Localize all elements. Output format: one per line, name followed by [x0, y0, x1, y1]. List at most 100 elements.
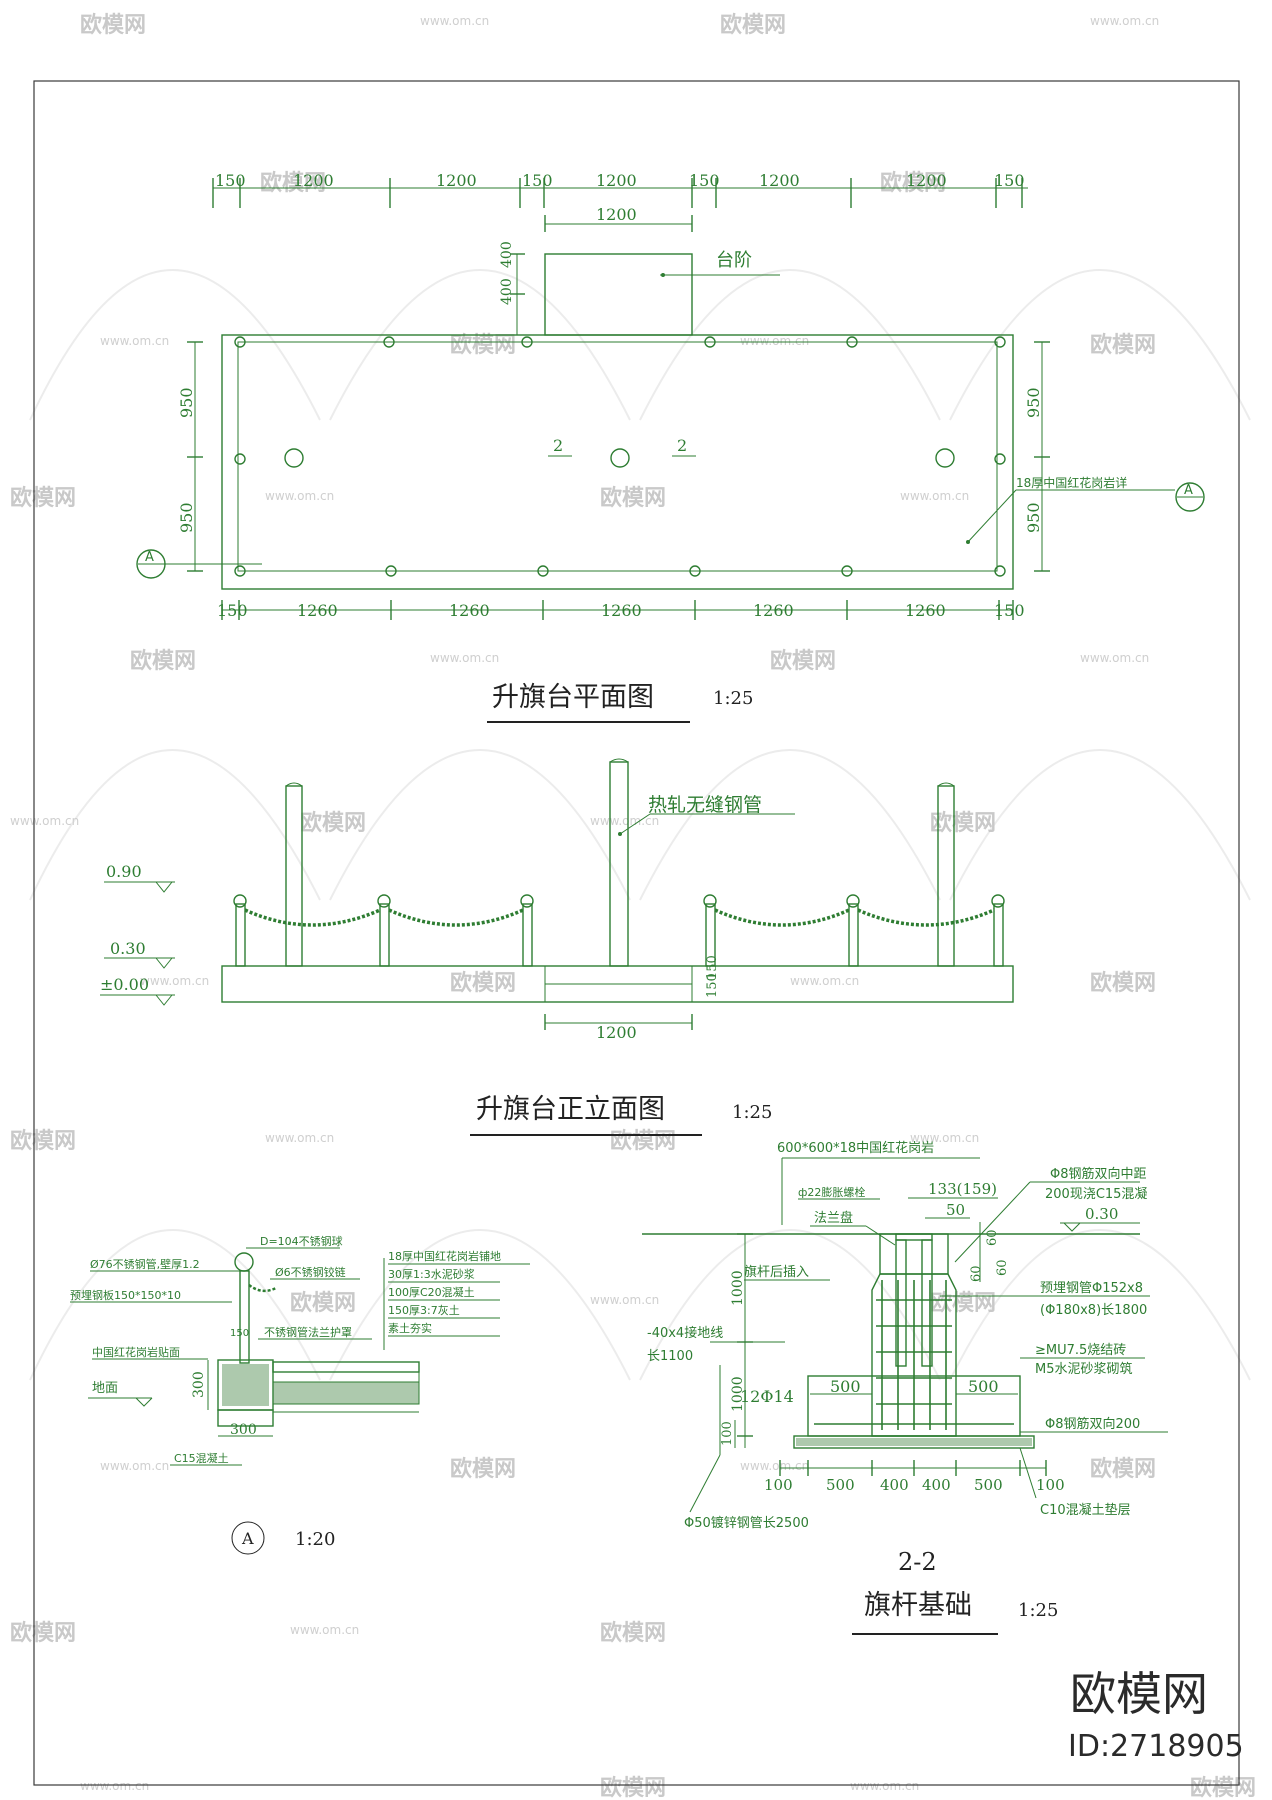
dim-label: 150: [230, 1328, 249, 1339]
watermark-site: www.om.cn: [100, 334, 169, 348]
paving-layer: [272, 1361, 420, 1373]
watermark-site: www.om.cn: [740, 334, 809, 348]
brand-corner: 欧模网 ID:2718905: [1068, 1667, 1244, 1764]
pipe-label: 热轧无缝钢管: [648, 794, 762, 816]
detail-ref-mark: A: [145, 550, 154, 565]
dim-label: 1260: [449, 601, 490, 620]
dim-label: 150: [994, 601, 1025, 620]
dim-label: 400: [880, 1476, 909, 1494]
detail-scale: 1:20: [295, 1529, 335, 1550]
step-width-label: 1200: [596, 1023, 637, 1042]
section-note: 法兰盘: [814, 1210, 853, 1226]
dim-label: 1200: [906, 171, 947, 190]
dim-label: 150: [217, 601, 248, 620]
dim-label: 500: [830, 1377, 861, 1396]
step-width-label: 1200: [596, 205, 637, 224]
bollards: [233, 894, 1005, 967]
dim-label: 950: [177, 502, 196, 533]
dim-label: 1200: [293, 171, 334, 190]
detail-note: C15混凝土: [174, 1451, 229, 1465]
watermark-logo: 欧模网: [600, 1775, 666, 1800]
level-label: 0.30: [110, 939, 146, 958]
watermark-site: www.om.cn: [590, 814, 659, 828]
bollard-posts: [234, 336, 1006, 577]
dim-label: 150: [689, 171, 720, 190]
dim-label: 1200: [596, 171, 637, 190]
section-note: ≥MU7.5烧结砖: [1035, 1343, 1126, 1358]
dim-label: 500: [974, 1476, 1003, 1494]
section-note: ф22膨胀螺栓: [798, 1185, 865, 1199]
watermark-logo: 欧模网: [880, 170, 946, 196]
dim-label: 133(159): [928, 1180, 997, 1198]
section-mark: 2: [677, 436, 687, 455]
section-note: 预埋钢管Φ152x8: [1040, 1281, 1143, 1296]
step-depth-label: 400: [499, 241, 515, 268]
elevation-view: 0.90 0.30 ±0.00 150 150 热轧无缝钢管: [100, 758, 1014, 1136]
watermark-logo: 欧模网: [1090, 1456, 1156, 1482]
watermark-logo: 欧模网: [450, 1456, 516, 1482]
section-note: M5水泥砂浆砌筑: [1035, 1361, 1133, 1377]
layer-note: 素土夯实: [388, 1321, 432, 1335]
platform-inner-line: [237, 341, 998, 572]
watermark-site: www.om.cn: [10, 814, 79, 828]
step-depth-label: 400: [499, 278, 515, 305]
watermark-logo: 欧模网: [260, 170, 326, 196]
section-22-view: 600*600*18中国红花岗岩 ф22膨胀螺栓 法兰盘 133(159) 50…: [642, 1140, 1168, 1635]
watermark-logo: 欧模网: [290, 1290, 356, 1316]
watermark-site: www.om.cn: [80, 1779, 149, 1793]
watermark-site: www.om.cn: [1090, 14, 1159, 28]
dim-label: 150: [994, 171, 1025, 190]
dim-label: 150: [215, 171, 246, 190]
watermark-site: www.om.cn: [850, 1779, 919, 1793]
dim-label: 1200: [759, 171, 800, 190]
elevation-title: 升旗台正立面图: [476, 1094, 665, 1125]
watermark-logo: 欧模网: [300, 810, 366, 836]
detail-ref-mark: A: [1184, 483, 1193, 498]
dim-label: 500: [826, 1476, 855, 1494]
layer-note: 30厚1:3水泥砂浆: [388, 1267, 475, 1281]
watermark-site: www.om.cn: [430, 651, 499, 665]
section-note: Φ8钢筋双向200: [1045, 1416, 1140, 1432]
watermark-logo: 欧模网: [10, 1620, 76, 1646]
watermark-logo: 欧模网: [610, 1128, 676, 1154]
flagpole-left: [285, 785, 303, 967]
watermark-logo: 欧模网: [1090, 332, 1156, 358]
dim-label: 100: [764, 1476, 793, 1494]
level-label: 0.30: [1085, 1205, 1118, 1223]
dim-label: 950: [1024, 387, 1043, 418]
dim-label: 500: [968, 1377, 999, 1396]
section-scale: 1:25: [1018, 1600, 1058, 1621]
steel-ball: [234, 1252, 254, 1272]
detail-mark: A: [241, 1529, 254, 1548]
dim-label: 150: [522, 171, 553, 190]
plan-view: 150 1200 1200 150 1200 150 1200 1200 150…: [136, 171, 1205, 723]
granite-note: 18厚中国红花岗岩详: [1016, 475, 1127, 490]
dim-label: 60: [995, 1259, 1010, 1276]
watermark-site: www.om.cn: [420, 14, 489, 28]
watermark-logo: 欧模网: [1090, 970, 1156, 996]
section-note: (Φ180x8)长1800: [1040, 1303, 1147, 1318]
watermark-logo: 欧模网: [720, 12, 786, 38]
layer-note: 100厚C20混凝土: [388, 1285, 475, 1299]
section-title: 旗杆基础: [864, 1590, 972, 1621]
detail-a-view: D=104不锈钢球 Ø76不锈钢管,壁厚1.2 Ø6不锈钢铰链 预埋钢板150*…: [70, 1234, 530, 1555]
detail-note: D=104不锈钢球: [260, 1234, 343, 1248]
step-outline: [544, 253, 693, 336]
section-mark: 2-2: [898, 1548, 937, 1576]
detail-note: Ø76不锈钢管,壁厚1.2: [90, 1257, 200, 1271]
watermark-logo: 欧模网: [450, 332, 516, 358]
section-mark: 2: [553, 436, 563, 455]
dim-label: 60: [985, 1229, 1000, 1246]
watermark-logo: 欧模网: [1190, 1775, 1256, 1800]
watermark-site: www.om.cn: [590, 1293, 659, 1307]
platform-outline: [221, 334, 1014, 590]
dim-label: 1000: [730, 1270, 746, 1306]
plan-title: 升旗台平面图: [492, 682, 654, 713]
detail-note: 预埋钢板150*150*10: [70, 1288, 181, 1302]
dim-label: 300: [230, 1422, 257, 1438]
dim-label: 300: [191, 1371, 207, 1398]
watermark-logo: 欧模网: [450, 970, 516, 996]
detail-mark-circle: [231, 1521, 265, 1555]
dim-label: 1200: [436, 171, 477, 190]
step-label: 台阶: [716, 250, 752, 271]
